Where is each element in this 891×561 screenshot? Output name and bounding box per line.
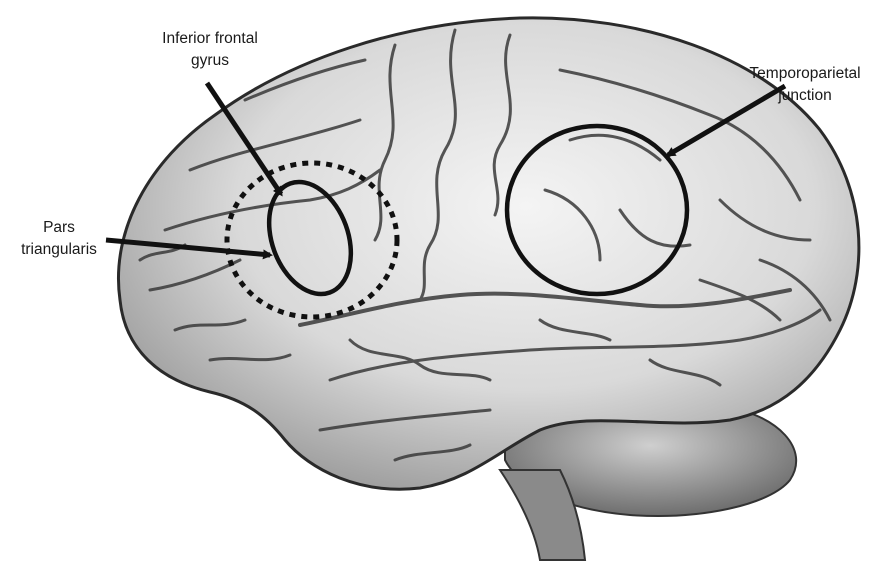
label-line: gyrus: [135, 50, 285, 72]
label-line: Temporoparietal: [735, 63, 875, 85]
label-line: Inferior frontal: [135, 28, 285, 50]
label-line: Pars: [14, 217, 104, 239]
inferior-frontal-gyrus-label: Inferior frontal gyrus: [135, 28, 285, 72]
pars-triangularis-label: Pars triangularis: [14, 217, 104, 261]
label-line: triangularis: [14, 239, 104, 261]
temporoparietal-junction-label: Temporoparietal junction: [735, 63, 875, 107]
label-line: junction: [735, 85, 875, 107]
